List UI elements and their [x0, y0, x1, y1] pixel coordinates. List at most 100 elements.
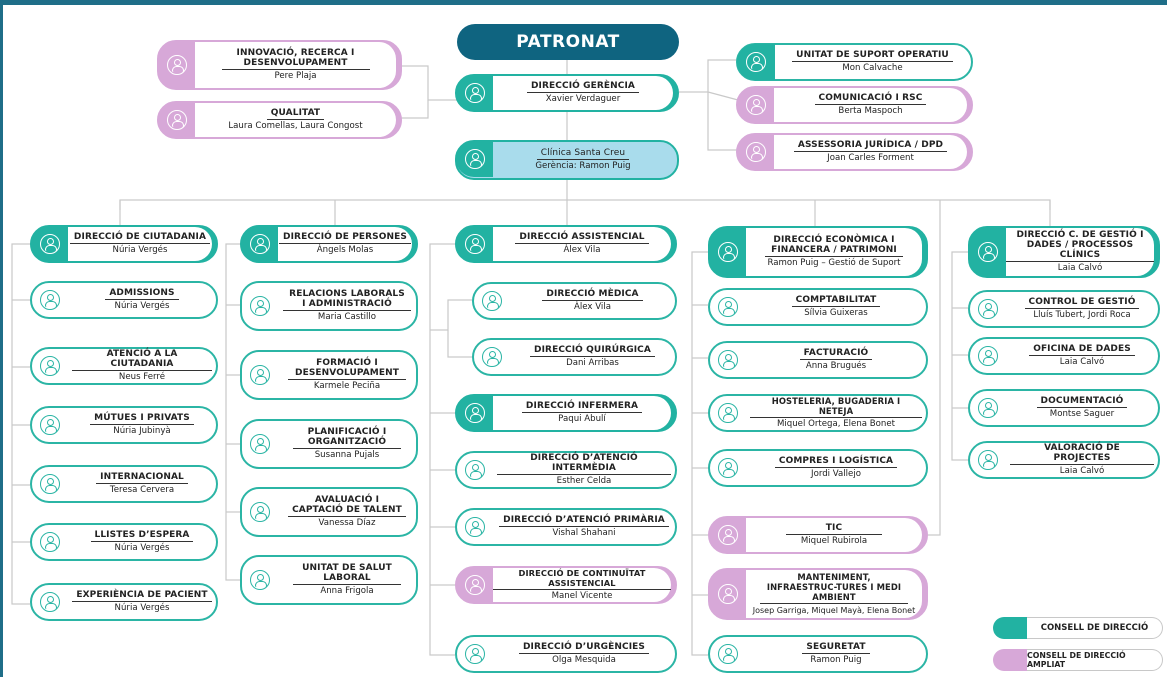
node-title: AVALUACIÓ I CAPTACIÓ DE TALENT	[288, 495, 406, 517]
person-icon	[40, 234, 60, 254]
node-economica[interactable]: DIRECCIÓ ECONÒMICA I FINANCERA / PATRIMO…	[708, 226, 928, 278]
node-person: Berta Maspoch	[838, 106, 903, 116]
person-icon	[746, 95, 766, 115]
node-person: Anna Frigola	[320, 586, 374, 596]
person-icon	[40, 356, 60, 376]
person-icon	[250, 234, 270, 254]
node-person: Olga Mesquida	[552, 655, 616, 665]
node-title: MÚTUES I PRIVATS	[90, 413, 194, 425]
node-person: Laia Calvó	[1059, 466, 1105, 476]
node-person: Manel Vicente	[551, 591, 613, 601]
person-icon	[746, 52, 766, 72]
node-title: UNITAT DE SUPORT OPERATIU	[792, 50, 953, 62]
node-title: EXPERIÈNCIA DE PACIENT	[72, 590, 212, 602]
node-person: Josep Garriga, Miquel Mayà, Elena Bonet	[752, 606, 916, 615]
node-title: COMPTABILITAT	[791, 295, 881, 307]
node-title: COMPRES I LOGÍSTICA	[774, 456, 898, 468]
node-title: DIRECCIÓ GERÈNCIA	[526, 81, 639, 93]
node-person: Laia Calvó	[1057, 263, 1103, 273]
node-title: DIRECCIÓ D’ATENCIÓ PRIMÀRIA	[499, 515, 669, 527]
node-title: HOSTELERIA, BUGADERIA I NETEJA	[750, 396, 922, 418]
node-person: Dani Arribas	[566, 358, 619, 368]
person-icon	[465, 517, 485, 537]
patronat-box: PATRONAT	[457, 24, 679, 60]
node-gestio-dades[interactable]: DIRECCIÓ C. DE GESTIÓ I DADES / PROCESSO…	[968, 226, 1160, 278]
node-person: Maria Castillo	[317, 312, 377, 322]
person-icon	[718, 584, 738, 604]
node-person: Laia Calvó	[1059, 357, 1105, 367]
node-person: Susanna Pujals	[314, 450, 380, 460]
person-icon	[40, 532, 60, 552]
legend-swatch-lavender	[993, 649, 1027, 671]
node-title: MANTENIMENT, INFRAESTRUC-TURES I MEDI AM…	[760, 572, 908, 604]
person-icon	[978, 242, 998, 262]
person-icon	[718, 350, 738, 370]
node-person: Núria Vergés	[114, 543, 170, 553]
node-person: Montse Saguer	[1049, 409, 1115, 419]
node-title: DIRECCIÓ MÈDICA	[542, 289, 643, 301]
node-person: Lluís Tubert, Jordi Roca	[1033, 310, 1131, 320]
node-person: Miquel Ortega, Elena Bonet	[776, 419, 896, 429]
legend-swatch-teal	[993, 617, 1027, 639]
node-title: DIRECCIÓ ECONÒMICA I FINANCERA / PATRIMO…	[765, 235, 903, 257]
node-title: CONTROL DE GESTIÓ	[1024, 297, 1140, 309]
person-icon	[40, 290, 60, 310]
person-icon	[465, 234, 485, 254]
node-title: DIRECCIÓ DE CONTINUÏTAT ASSISTENCIAL	[493, 568, 671, 590]
node-person: Jordi Vallejo	[811, 469, 861, 479]
person-icon	[718, 458, 738, 478]
node-person: Miquel Rubirola	[800, 536, 868, 546]
person-icon	[40, 474, 60, 494]
person-icon	[250, 502, 270, 522]
person-icon	[250, 434, 270, 454]
person-icon	[40, 592, 60, 612]
node-person: Anna Brugués	[805, 361, 867, 371]
node-title: INTERNACIONAL	[96, 472, 188, 484]
node-manteniment[interactable]: MANTENIMENT, INFRAESTRUC-TURES I MEDI AM…	[708, 568, 928, 620]
person-icon	[167, 110, 187, 130]
node-title: UNITAT DE SALUT LABORAL	[293, 563, 401, 585]
node-title: VALORACIÓ DE PROJECTES	[1010, 443, 1154, 465]
person-icon	[465, 403, 485, 423]
node-person: Núria Vergés	[114, 603, 170, 613]
node-title: FORMACIÓ I DESENVOLUPAMENT	[288, 358, 406, 380]
